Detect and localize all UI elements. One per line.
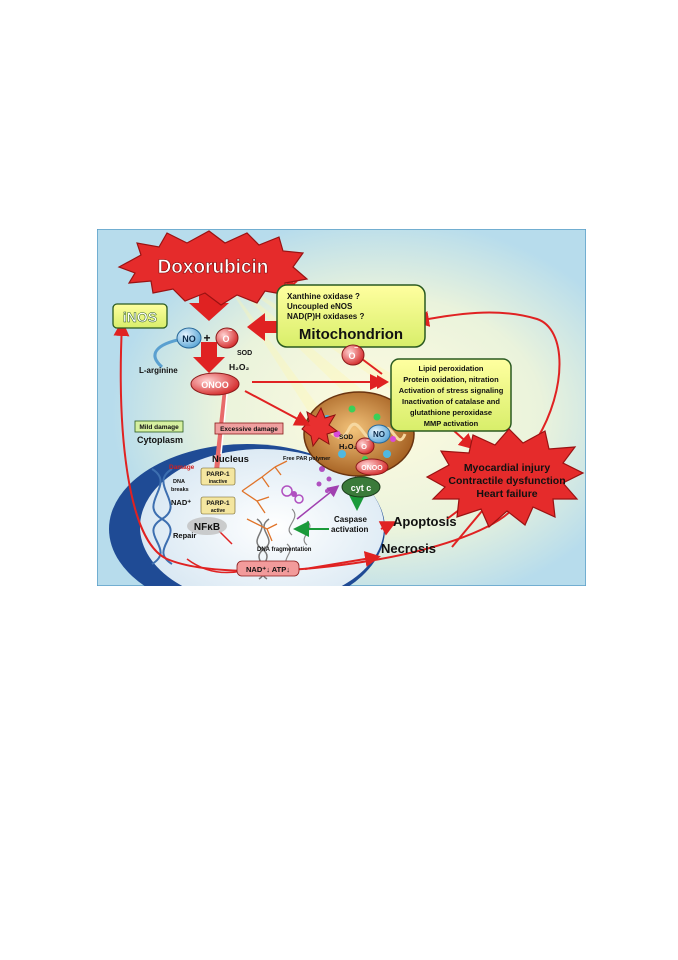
mito-superoxide-minus: −	[354, 345, 358, 352]
h2o2-label-mito: H₂O₂	[339, 442, 357, 451]
outcome-1: Myocardial injury	[464, 462, 551, 474]
effect-4: Inactivation of catalase and	[402, 397, 500, 406]
mito-onoo-label: ONOO	[361, 465, 383, 472]
mitochondrion-label: Mitochondrion	[299, 326, 403, 343]
mito-no-label: NO	[373, 430, 385, 439]
parp-inactive-label-1: PARP-1	[206, 471, 230, 478]
caspase-label-2: activation	[331, 525, 368, 534]
superoxide-label: O	[222, 334, 229, 344]
nad-label: NAD⁺	[171, 498, 191, 507]
excessive-damage-label: Excessive damage	[220, 426, 278, 433]
enzyme-line-3: NAD(P)H oxidases ?	[287, 312, 364, 321]
plus-sign: +	[203, 331, 210, 345]
cytoplasm-label: Cytoplasm	[137, 435, 183, 445]
dna-breaks-label-1: DNA	[173, 479, 185, 485]
mild-damage-label: Mild damage	[139, 424, 179, 431]
damage-label: Damage	[169, 464, 195, 471]
necrosis-label: Necrosis	[381, 541, 436, 556]
enzyme-line-2: Uncoupled eNOS	[287, 302, 353, 311]
nucleus-label: Nucleus	[212, 454, 249, 465]
inos-label: iNOS	[123, 309, 157, 325]
cyt-c-label: cyt c	[351, 483, 372, 493]
h2o2-label-top: H₂O₂	[229, 362, 250, 372]
caspase-label-1: Caspase	[334, 515, 367, 524]
dna-breaks-label-2: breaks	[171, 487, 189, 493]
sod-label-mito: SOD	[339, 434, 353, 441]
effect-3: Activation of stress signaling	[399, 386, 504, 395]
parp-active-label-1: PARP-1	[206, 500, 230, 507]
free-par-label: Free PAR polymer	[283, 456, 331, 462]
l-arginine-label: L-arginine	[139, 366, 178, 375]
outcome-2: Contractile dysfunction	[448, 475, 565, 487]
pathway-figure: Doxorubicin iNOS Xanthine oxidase ? Unco…	[97, 229, 586, 586]
doxorubicin-label: Doxorubicin	[158, 257, 269, 278]
apoptosis-label: Apoptosis	[393, 514, 457, 529]
no-label: NO	[182, 334, 196, 344]
effect-6: MMP activation	[424, 419, 479, 428]
outcome-3: Heart failure	[476, 488, 537, 500]
effect-5: glutathione peroxidase	[410, 408, 492, 417]
parp-inactive-label-2: inactive	[209, 479, 228, 485]
mito-superoxide-label: O	[348, 351, 355, 361]
nad-atp-label: NAD⁺↓ ATP↓	[246, 565, 290, 574]
sod-label-top: SOD	[237, 350, 252, 357]
superoxide-minus: −	[228, 328, 232, 335]
effect-1: Lipid peroxidation	[419, 364, 484, 373]
nfkb-label: NFκB	[194, 522, 220, 533]
effect-2: Protein oxidation, nitration	[403, 375, 499, 384]
dna-fragmentation-label: DNA fragmentation	[257, 547, 312, 553]
parp-active-label-2: active	[211, 508, 225, 514]
enzyme-line-1: Xanthine oxidase ?	[287, 292, 360, 301]
onoo-label: ONOO	[201, 380, 229, 390]
